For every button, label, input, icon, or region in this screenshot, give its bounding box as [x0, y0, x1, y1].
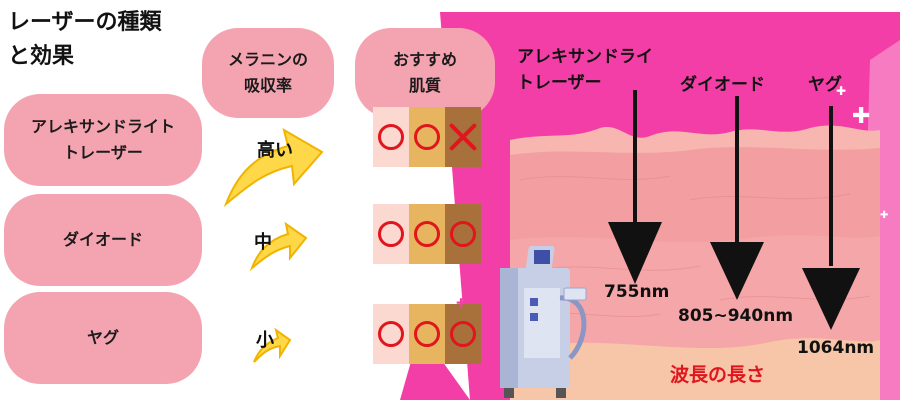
laser-1-line-1: アレキサンドライト [30, 117, 175, 136]
circle-mark-icon [450, 321, 476, 347]
sparkle-icon: ✚ [880, 210, 889, 221]
down-arrow-icon [608, 90, 662, 284]
absorption-level-medium: 中 [254, 232, 272, 253]
header-recommended-skin: おすすめ 肌質 [355, 28, 495, 118]
skin-suitability-row-1 [373, 107, 481, 167]
laser-2-line-1: ダイオード [62, 230, 143, 249]
laser-type-alexandrite: アレキサンドライト トレーザー [4, 94, 202, 186]
arrow-up-icon [253, 327, 292, 363]
sparkle-icon: ✚ [836, 84, 847, 98]
skin-tone-cell [445, 204, 481, 264]
wavelength-length-caption: 波長の長さ [670, 364, 766, 386]
header-skin-line-1: おすすめ [392, 50, 457, 69]
diagram-label-alexandrite: アレキサンドライ トレーザー [517, 44, 653, 96]
sparkle-icon: ✚ [456, 296, 467, 310]
circle-mark-icon [414, 124, 440, 150]
circle-mark-icon [414, 221, 440, 247]
skin-tone-cell [373, 107, 409, 167]
laser-type-yag: ヤグ [4, 292, 202, 384]
diagram-label-yag: ヤグ [808, 75, 842, 95]
circle-mark-icon [414, 321, 440, 347]
laser-1-line-2: トレーザー [63, 143, 143, 162]
skin-tone-cell [409, 107, 445, 167]
header-skin-line-2: 肌質 [408, 76, 441, 95]
laser-machine-icon [500, 246, 587, 398]
title-line-1: レーザーの種類 [8, 10, 162, 35]
absorption-level-high: 高い [257, 140, 293, 161]
header-melanin-line-1: メラニンの [227, 50, 308, 69]
cross-mark-icon [449, 123, 477, 151]
laser-3-line-1: ヤグ [86, 328, 119, 347]
skin-tone-cell [409, 304, 445, 364]
down-arrow-icon [710, 96, 764, 300]
skin-suitability-row-3 [373, 304, 481, 364]
circle-mark-icon [378, 221, 404, 247]
diagram-label-1-line-1: アレキサンドライ [517, 47, 653, 67]
arrow-up-icon [249, 221, 308, 272]
header-melanin-line-2: 吸収率 [243, 76, 292, 95]
sparkle-icon: ✚ [852, 104, 871, 129]
title-line-2: と効果 [8, 44, 75, 69]
skin-cross-section [510, 125, 880, 400]
skin-tone-cell [373, 304, 409, 364]
absorption-level-low: 小 [256, 330, 274, 351]
circle-mark-icon [378, 124, 404, 150]
wavelength-1064: 1064nm [797, 338, 875, 358]
laser-type-diode: ダイオード [4, 194, 202, 286]
arrow-up-icon [223, 127, 324, 208]
down-arrow-icon [802, 106, 860, 330]
wavelength-805-940: 805~940nm [678, 306, 794, 326]
skin-tone-cell [445, 304, 481, 364]
circle-mark-icon [450, 221, 476, 247]
skin-suitability-row-2 [373, 204, 481, 264]
page-title: レーザーの種類 と効果 [8, 6, 208, 74]
diagram-label-diode: ダイオード [680, 75, 765, 95]
skin-tone-cell [409, 204, 445, 264]
circle-mark-icon [378, 321, 404, 347]
wavelength-755: 755nm [604, 282, 670, 302]
skin-tone-cell [373, 204, 409, 264]
skin-tone-cell [445, 107, 481, 167]
diagram-label-1-line-2: トレーザー [517, 73, 602, 93]
header-melanin-absorption: メラニンの 吸収率 [202, 28, 334, 118]
